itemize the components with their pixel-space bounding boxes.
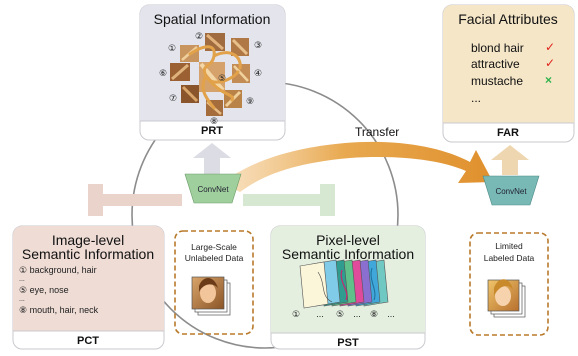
patch-number-3: ③ (253, 40, 263, 50)
convnet-target-label: ConvNet (495, 187, 527, 196)
unlabeled-data-line2: Unlabeled Data (184, 253, 244, 263)
convnet-target-shape (482, 175, 540, 206)
arrow-to-prt (193, 143, 231, 175)
unlabeled-data-box (174, 230, 254, 335)
patch-number-4: ④ (253, 68, 263, 78)
pixel-level-title-line2: Semantic Information (281, 246, 415, 262)
image-level-item: ... (19, 276, 25, 283)
patch-number-6: ⑥ (158, 68, 168, 78)
pst-label: PST (337, 337, 359, 349)
puzzle-swirl (188, 45, 242, 110)
labeled-face-stack (487, 279, 526, 318)
attribute-check-mark: ✓ (545, 56, 556, 70)
facial-attributes-card (442, 4, 575, 143)
convnet-pretrain-label: ConvNet (197, 185, 229, 194)
seg-map-1 (299, 261, 329, 309)
image-level-title-line1: Image-level (51, 232, 125, 248)
image-level-card (12, 225, 165, 350)
stack-number: ⑤ (335, 309, 345, 319)
attribute-name: mustache (471, 74, 524, 88)
attribute-ellipsis: ... (471, 91, 482, 105)
patch-number-1: ① (167, 43, 177, 53)
facial-title: Facial Attributes (458, 11, 558, 27)
stack-number: ... (387, 309, 395, 319)
arrow-to-pct (88, 184, 182, 216)
patch-number-8: ⑧ (209, 116, 219, 126)
convnet-pretrain-shape (184, 173, 242, 204)
transfer-label: Transfer (355, 125, 400, 139)
attribute-name: attractive (471, 57, 520, 71)
attribute-cross-mark: × (545, 73, 553, 87)
transfer-arrow (222, 141, 493, 192)
stack-number: ⑧ (369, 309, 379, 319)
image-level-title-line2: Semantic Information (21, 246, 155, 262)
stack-number: ... (353, 309, 361, 319)
image-level-item: ⑤ eye, nose (19, 285, 69, 295)
labeled-data-line2: Labeled Data (483, 253, 535, 263)
attribute-name: blond hair (471, 41, 524, 55)
patch-number-2: ② (194, 31, 204, 41)
segmentation-stack (299, 259, 389, 309)
labeled-data-line1: Limited (495, 241, 523, 251)
far-label: FAR (497, 127, 519, 139)
patch-number-5: ⑤ (217, 73, 227, 83)
arrow-to-pst (243, 184, 335, 216)
patch-number-7: ⑦ (168, 93, 178, 103)
prt-label: PRT (201, 125, 223, 137)
spatial-title: Spatial Information (153, 11, 271, 27)
pixel-level-title-line1: Pixel-level (316, 232, 380, 248)
pct-label: PCT (77, 335, 99, 347)
stack-number: ① (291, 309, 301, 319)
image-level-item: ... (19, 296, 25, 303)
stack-number: ... (316, 309, 324, 319)
image-level-item: ① background, hair (19, 265, 97, 275)
puzzle-patches (170, 33, 250, 116)
patch-number-9: ⑨ (245, 96, 255, 106)
image-level-item: ⑧ mouth, hair, neck (19, 305, 99, 315)
arrow-to-far (491, 145, 529, 175)
attribute-check-mark: ✓ (545, 40, 556, 54)
unlabeled-face-stack (191, 276, 231, 316)
unlabeled-data-line1: Large-Scale (191, 242, 237, 252)
labeled-data-box (469, 232, 549, 336)
